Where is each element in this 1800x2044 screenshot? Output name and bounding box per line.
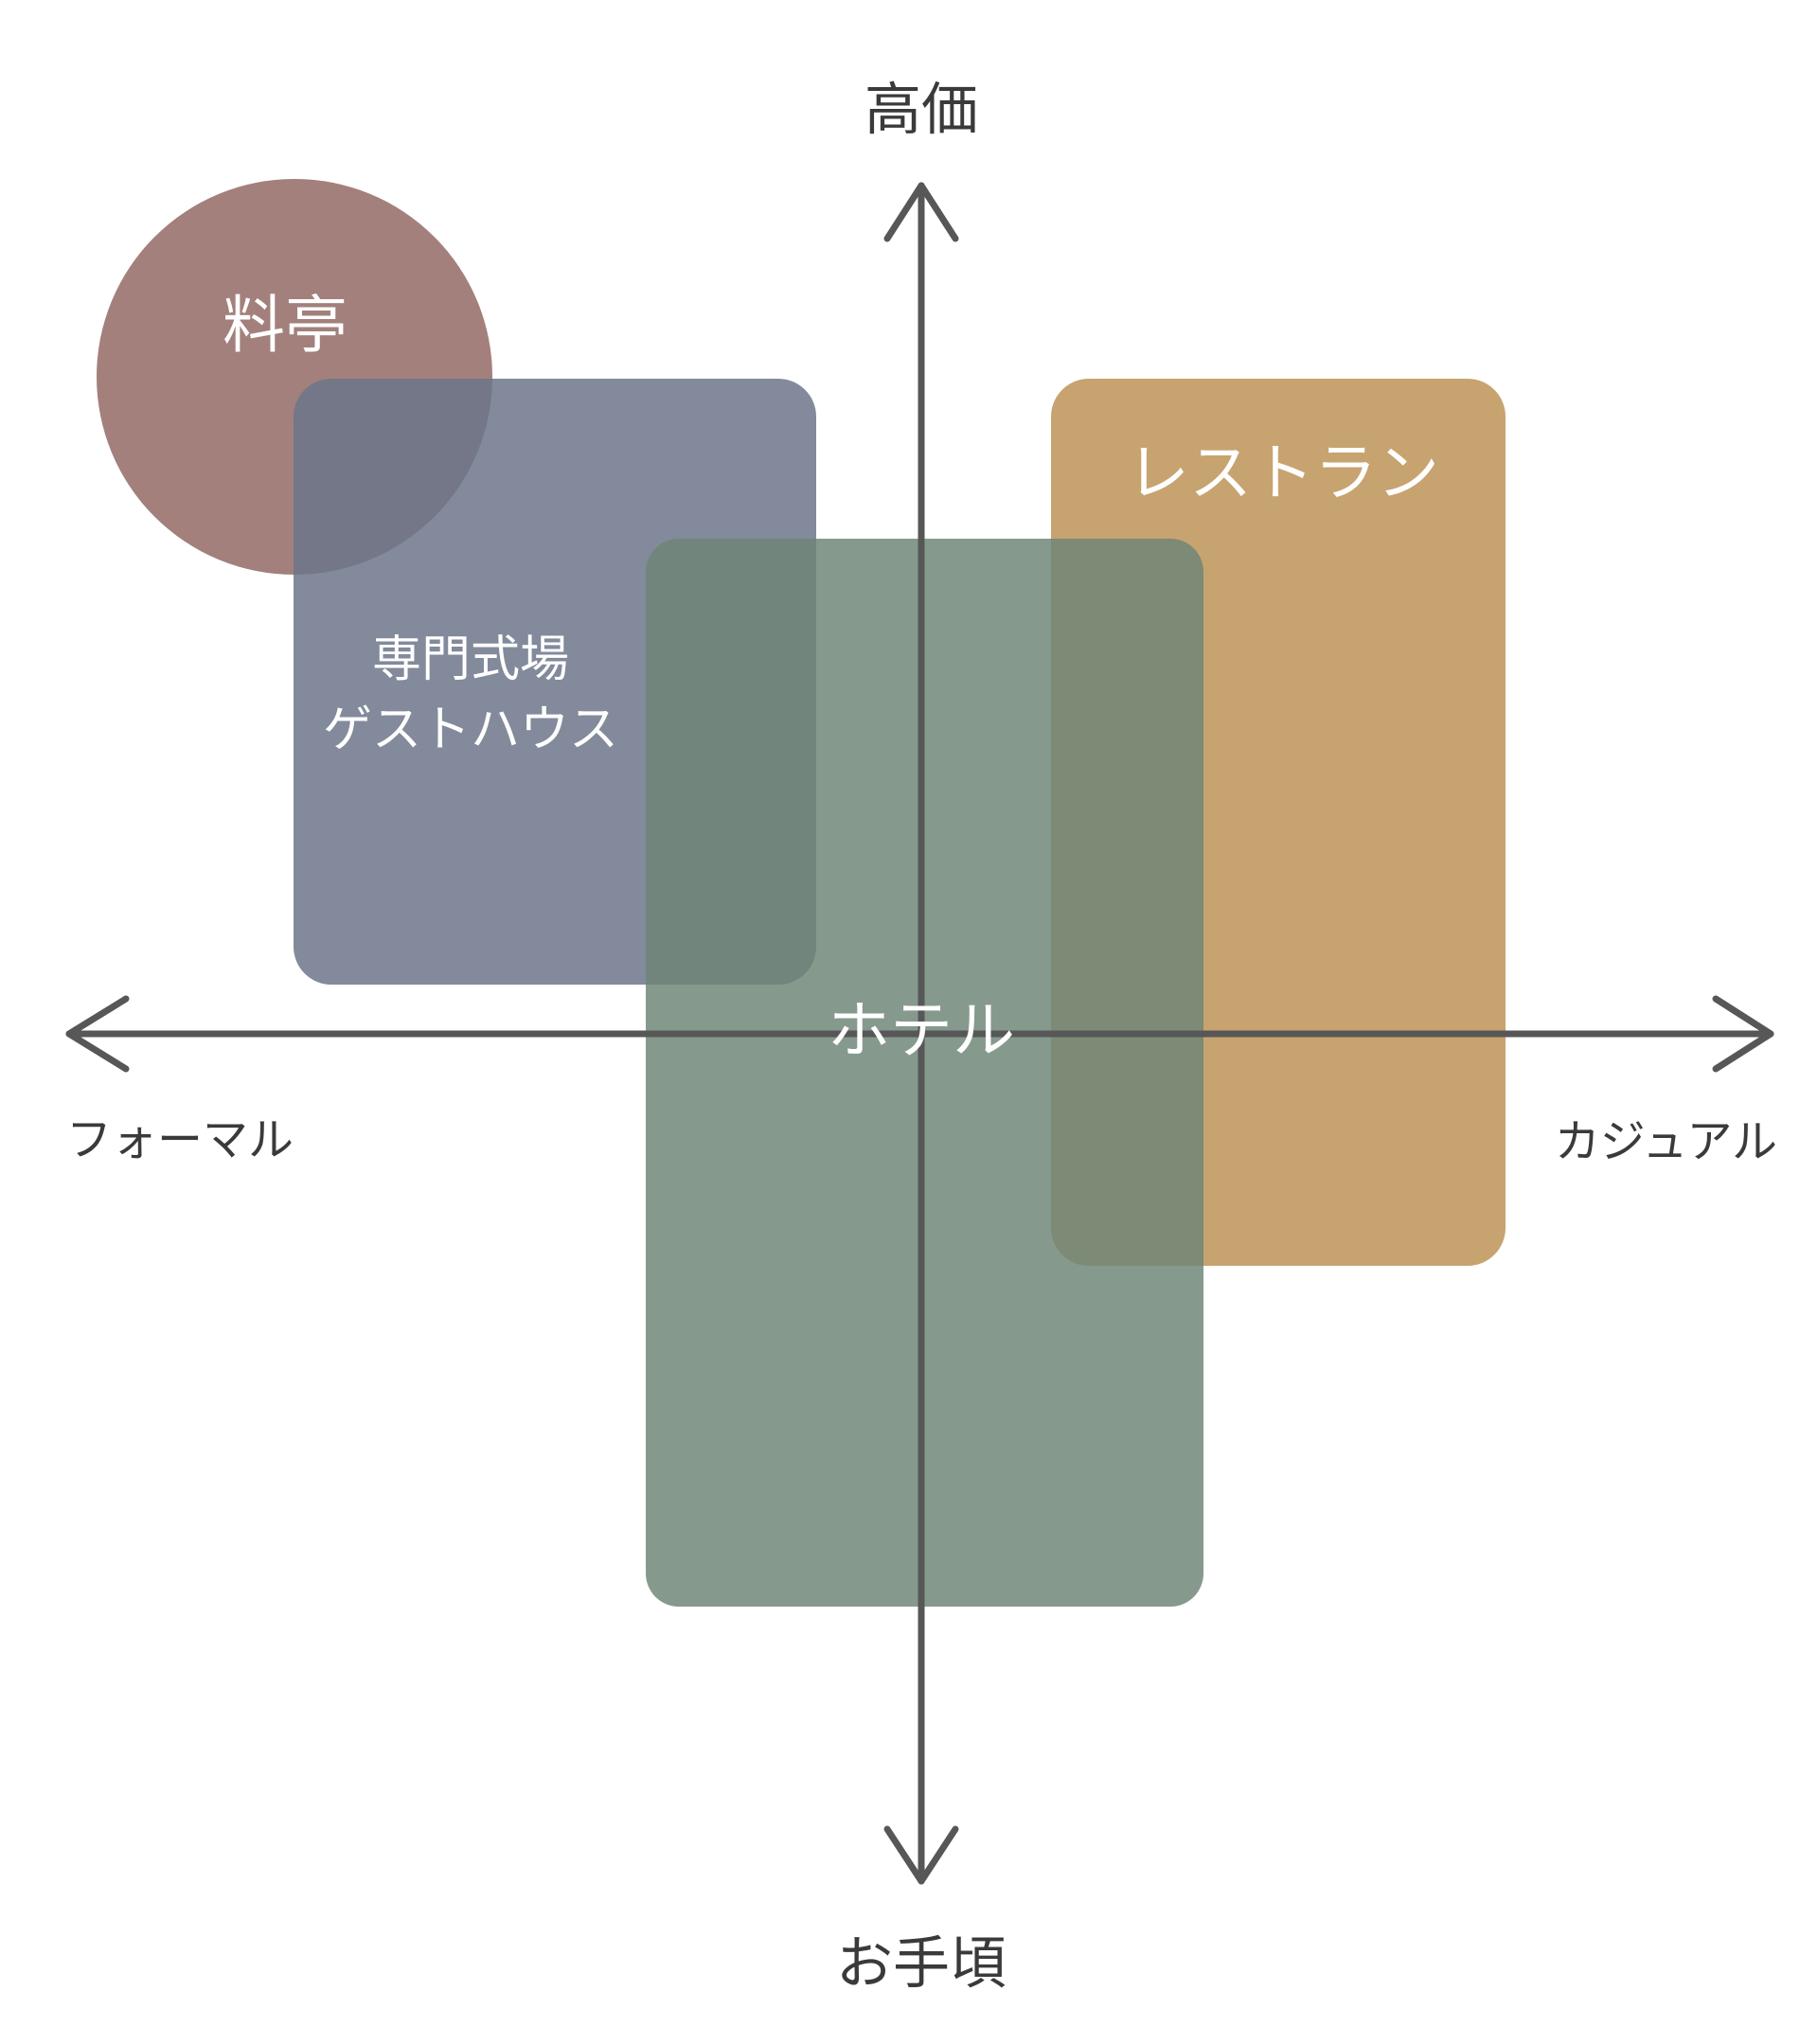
region-senmon-label-line2: ゲストハウス	[323, 702, 618, 758]
axes	[65, 182, 1774, 1885]
region-restaurant-label: レストラン	[1127, 436, 1439, 509]
axis-label-bottom: お手頃	[836, 1931, 1007, 1998]
arrow-right-icon	[1712, 995, 1774, 1073]
region-senmon-label-line1: 専門式場	[372, 631, 569, 688]
axis-label-top: 高価	[864, 78, 978, 144]
arrow-down-icon	[883, 1825, 959, 1885]
region-ryotei-label: 料亭	[223, 289, 348, 362]
region-hotel-label: ホテル	[828, 994, 1015, 1067]
axis-label-left: フォーマル	[66, 1113, 294, 1166]
arrow-up-icon	[883, 182, 959, 242]
axis-label-right: カジュアル	[1555, 1115, 1777, 1168]
arrow-left-icon	[65, 995, 130, 1073]
